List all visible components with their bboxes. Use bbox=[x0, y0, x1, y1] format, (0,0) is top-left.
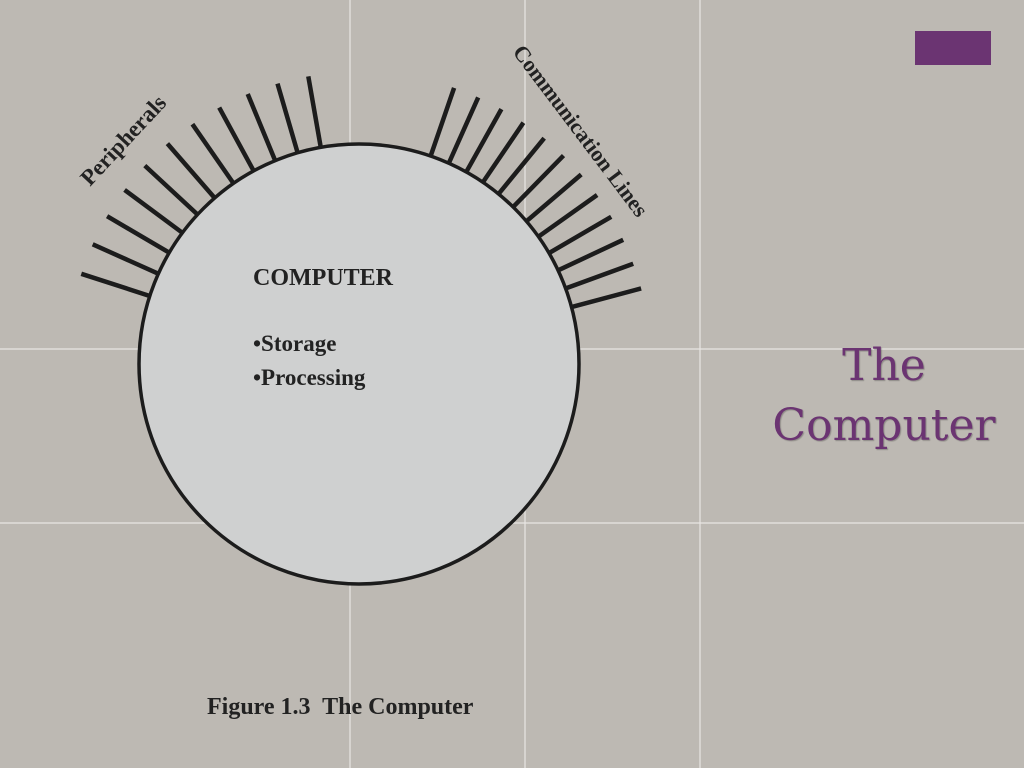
communication-line bbox=[535, 193, 599, 240]
communication-line bbox=[569, 286, 642, 310]
peripheral-line bbox=[217, 106, 257, 174]
communication-line bbox=[546, 214, 613, 257]
peripheral-line bbox=[275, 82, 301, 156]
communication-lines bbox=[427, 87, 642, 310]
slide-title-line-1: The bbox=[842, 340, 926, 391]
bullet-storage: •Storage bbox=[253, 331, 336, 356]
figure-caption: Figure 1.3 The Computer bbox=[207, 694, 474, 720]
peripheral-line bbox=[143, 163, 201, 218]
slide-title-line-2: Computer bbox=[772, 400, 996, 451]
computer-circle bbox=[137, 142, 581, 586]
communication-line bbox=[479, 121, 526, 186]
peripheral-line bbox=[80, 271, 153, 299]
peripheral-line bbox=[165, 142, 218, 201]
communication-line bbox=[495, 136, 546, 197]
communication-line bbox=[562, 261, 634, 292]
bullet-processing: •Processing bbox=[253, 365, 366, 390]
peripheral-line bbox=[105, 214, 173, 256]
communication-line bbox=[510, 154, 566, 210]
communication-line bbox=[463, 108, 504, 175]
communication-line bbox=[427, 87, 457, 159]
peripheral-line bbox=[245, 93, 278, 164]
communication-line bbox=[555, 237, 625, 274]
accent-box bbox=[915, 31, 991, 65]
communication-lines-label: Communication Lines bbox=[508, 40, 654, 222]
slide-title: The Computer bbox=[744, 336, 1024, 456]
peripheral-line bbox=[306, 76, 324, 150]
computer-label: COMPUTER bbox=[253, 265, 394, 291]
peripheral-line bbox=[91, 242, 162, 277]
peripheral-lines bbox=[80, 76, 324, 299]
peripheral-line bbox=[190, 122, 237, 187]
peripheral-line bbox=[123, 188, 186, 236]
communication-line bbox=[445, 96, 481, 166]
communication-line bbox=[523, 172, 583, 225]
